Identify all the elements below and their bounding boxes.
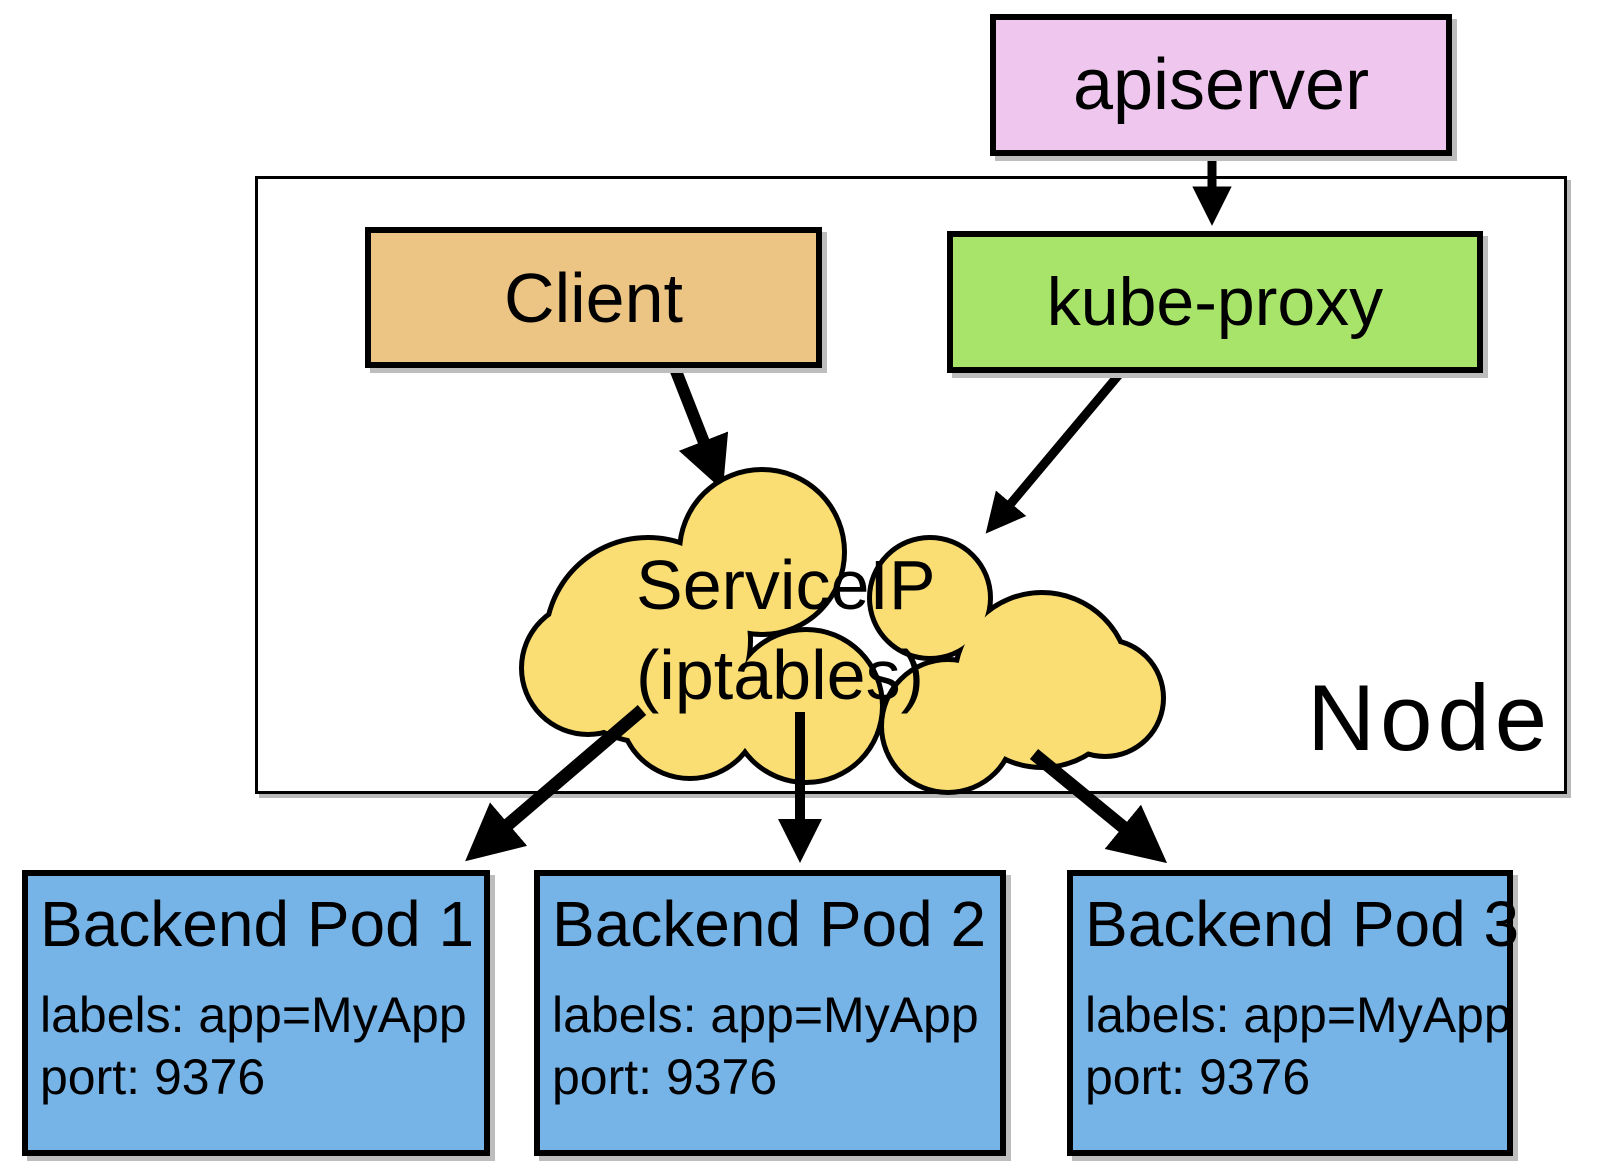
kube-proxy-label: kube-proxy xyxy=(1046,264,1384,340)
backend-pod-3-box: Backend Pod 3 labels: app=MyApp port: 93… xyxy=(1067,870,1520,1156)
backend-pod-3-labels: labels: app=MyApp xyxy=(1085,987,1512,1043)
backend-pod-1-port: port: 9376 xyxy=(40,1049,266,1105)
arrow-serviceip-to-pod-3 xyxy=(1029,748,1168,864)
client-label: Client xyxy=(504,258,683,337)
serviceip-line: ServiceIP xyxy=(636,546,936,624)
serviceip-cloud-body xyxy=(524,472,1161,790)
apiserver-box: apiserver xyxy=(990,14,1452,156)
backend-pod-3-title: Backend Pod 3 xyxy=(1085,888,1520,960)
arrow-kube-proxy-to-serviceip xyxy=(985,368,1126,534)
backend-pod-1-box: Backend Pod 1 labels: app=MyApp port: 93… xyxy=(22,870,490,1156)
apiserver-label: apiserver xyxy=(1072,45,1370,125)
backend-pod-3-port: port: 9376 xyxy=(1085,1049,1311,1105)
serviceip-cloud-label: ServiceIP (iptables) xyxy=(636,540,996,720)
backend-pod-2-labels: labels: app=MyApp xyxy=(552,987,979,1043)
backend-pod-2-title: Backend Pod 2 xyxy=(552,888,987,960)
arrow-serviceip-to-pod-1 xyxy=(465,705,647,862)
backend-pod-1-title: Backend Pod 1 xyxy=(40,888,475,960)
client-box: Client xyxy=(365,227,822,368)
backend-pod-2-port: port: 9376 xyxy=(552,1049,778,1105)
node-label: Node xyxy=(1307,665,1552,770)
kube-proxy-box: kube-proxy xyxy=(947,231,1483,373)
backend-pod-1-labels: labels: app=MyApp xyxy=(40,987,467,1043)
iptables-line: (iptables) xyxy=(636,636,924,714)
arrow-client-to-serviceip xyxy=(668,363,729,491)
backend-pod-2-box: Backend Pod 2 labels: app=MyApp port: 93… xyxy=(534,870,1006,1156)
